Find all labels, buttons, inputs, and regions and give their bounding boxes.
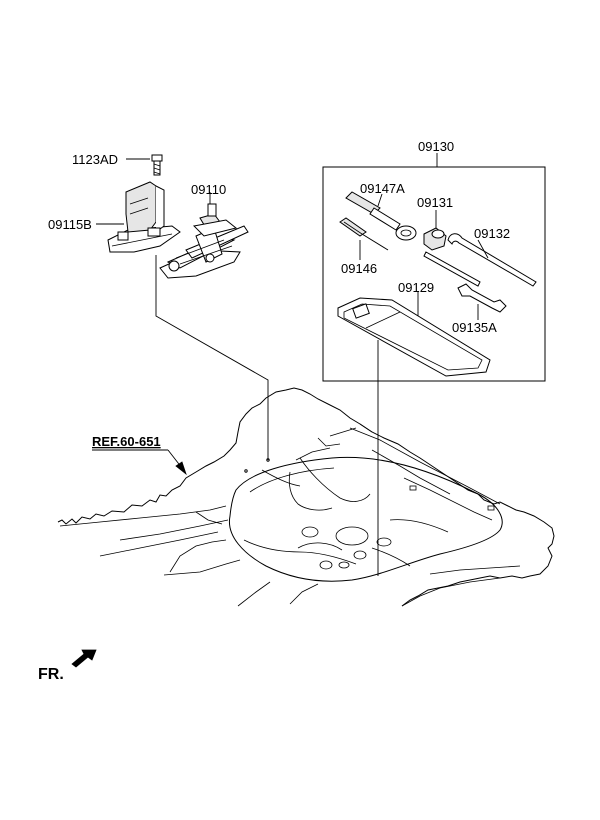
tow-hook-09147A-drawing [345, 191, 417, 241]
wrench-09135A-drawing [457, 283, 507, 313]
tool-kit-box [322, 166, 546, 382]
label-09132: 09132 [474, 226, 510, 241]
front-arrow-icon [71, 649, 97, 668]
label-09129: 09129 [398, 280, 434, 295]
screwdriver-09146-drawing [339, 217, 389, 251]
label-09115B: 09115B [48, 217, 92, 232]
label-09110: 09110 [191, 182, 226, 197]
jack-09110-drawing [159, 203, 249, 279]
handle-09132-drawing [423, 233, 537, 287]
bolt-1123AD-drawing [151, 154, 163, 176]
bracket-09115B-drawing [107, 181, 181, 253]
socket-09131-drawing [423, 227, 447, 251]
floor-panel-drawing [57, 387, 555, 607]
label-ref-60-651: REF.60-651 [92, 434, 161, 449]
label-front-direction: FR. [38, 666, 64, 683]
label-09131: 09131 [417, 195, 453, 210]
leader-lines [92, 153, 489, 576]
label-1123AD: 1123AD [72, 152, 118, 167]
label-09130: 09130 [418, 139, 454, 154]
label-09135A: 09135A [452, 320, 497, 335]
bag-09129-drawing [337, 297, 491, 377]
label-09146: 09146 [341, 261, 377, 276]
label-09147A: 09147A [360, 181, 405, 196]
